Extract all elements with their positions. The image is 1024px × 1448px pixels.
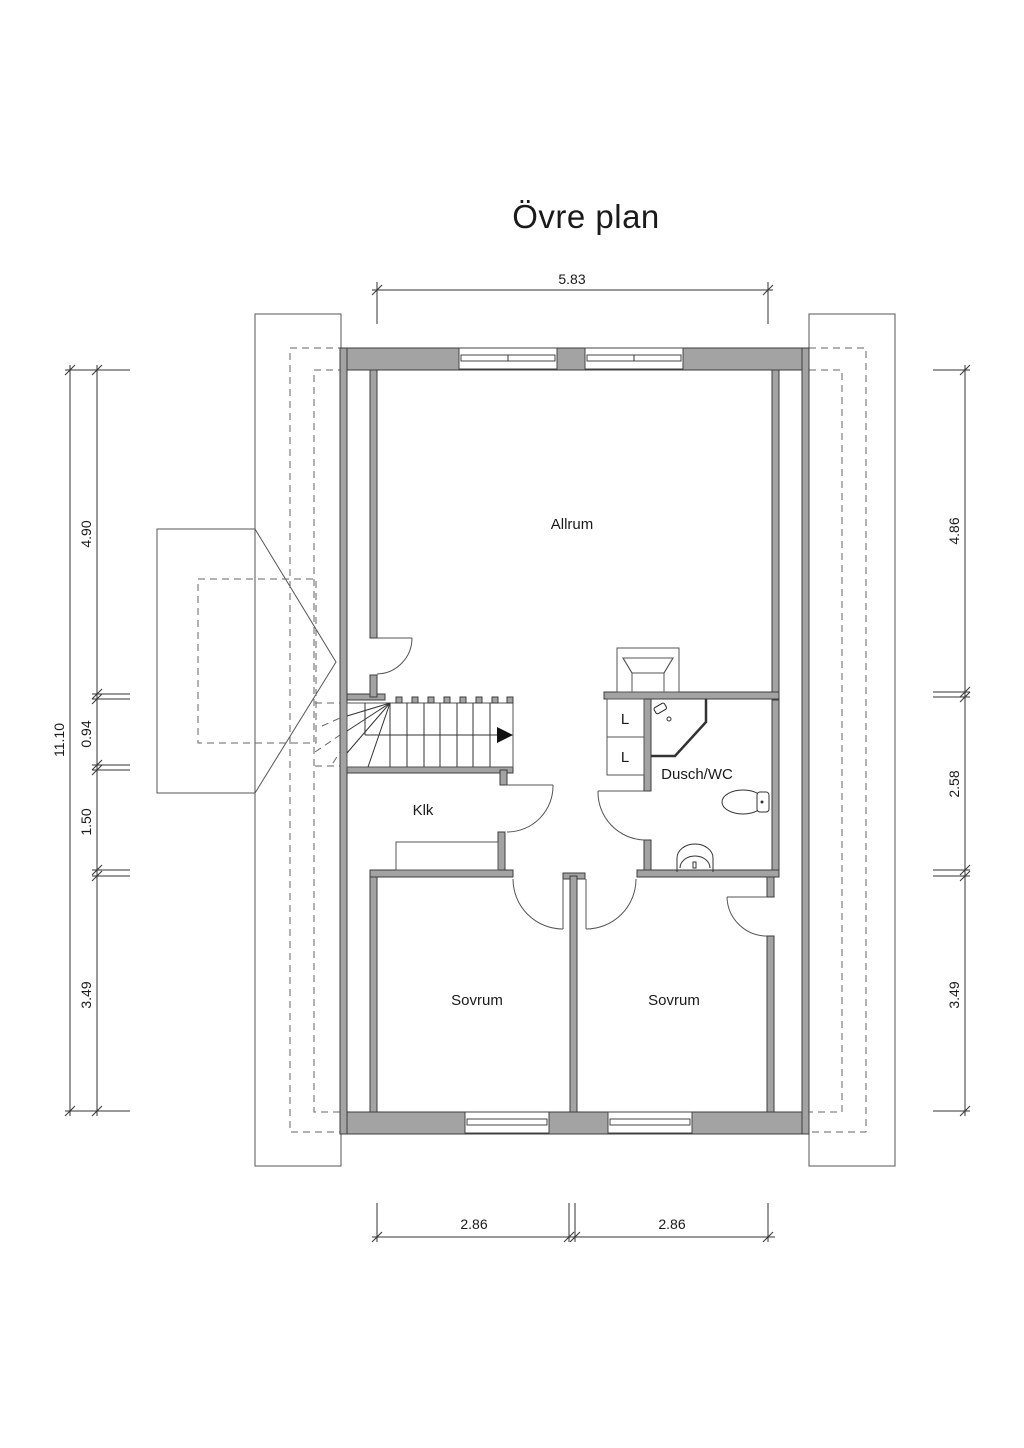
- klk-shelf: [395, 841, 499, 871]
- dimension-left-total-label: 11.10: [51, 723, 67, 757]
- dimension-right-1-label: 4.86: [946, 517, 962, 544]
- plan-title: Övre plan: [512, 198, 660, 235]
- dimension-right-2-label: 2.58: [946, 770, 962, 797]
- roof-outline: [156, 313, 896, 1167]
- dimension-bottom-right-label: 2.86: [658, 1216, 685, 1232]
- toilet-icon: [721, 789, 770, 815]
- dimension-bottom-left-label: 2.86: [460, 1216, 487, 1232]
- dimension-left-4-label: 3.49: [78, 981, 94, 1008]
- dashed-projections: [197, 347, 867, 1133]
- closets: [606, 698, 645, 776]
- room-label-sovrum-right: Sovrum: [648, 992, 700, 1009]
- room-label-dusch-wc: Dusch/WC: [661, 766, 733, 783]
- shower-head-icon: [653, 702, 672, 722]
- interior-walls: [346, 647, 780, 1113]
- room-label-sovrum-left: Sovrum: [451, 992, 503, 1009]
- top-windows: [458, 347, 684, 370]
- dimension-right: 4.86 2.58 3.49: [933, 364, 971, 1117]
- dimension-left-1-label: 4.90: [78, 520, 94, 547]
- dimension-left-2-label: 0.94: [78, 720, 94, 747]
- shower: [651, 699, 708, 758]
- sink-icon: [676, 843, 714, 872]
- dimension-left-3-label: 1.50: [78, 808, 94, 835]
- room-label-allrum: Allrum: [551, 516, 594, 533]
- dimension-top: 5.83: [371, 271, 774, 324]
- dimension-left: 11.10 4.90 0.94 1.50 3.49: [51, 364, 130, 1117]
- bottom-windows: [464, 1111, 693, 1134]
- dimension-bottom: 2.86 2.86: [371, 1203, 775, 1243]
- closet-label-2: L: [621, 749, 629, 766]
- stair-arrow-icon: [497, 727, 513, 743]
- dimension-right-3-label: 3.49: [946, 981, 962, 1008]
- room-label-klk: Klk: [413, 802, 434, 819]
- closet-label-1: L: [621, 711, 629, 728]
- dimension-top-label: 5.83: [558, 271, 585, 287]
- doors: [376, 637, 768, 937]
- staircase: [346, 696, 514, 768]
